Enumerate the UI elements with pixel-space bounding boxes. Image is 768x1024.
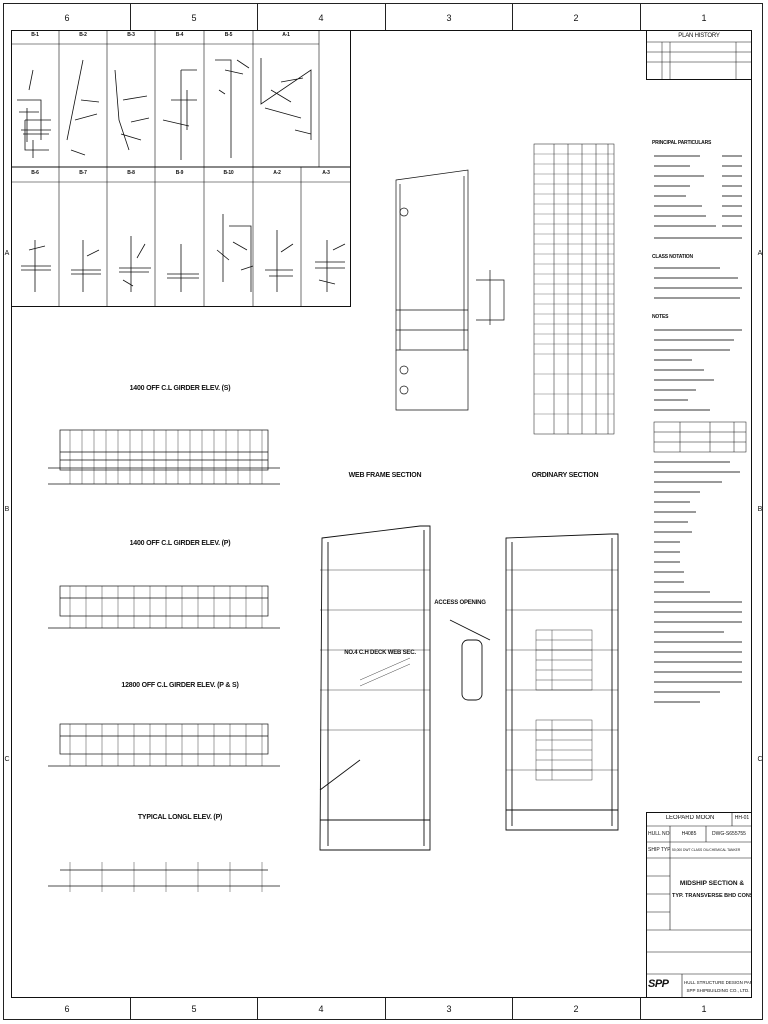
- title-block-grid: [646, 812, 752, 998]
- grid-tick: [640, 3, 641, 30]
- grid-tick: [512, 998, 513, 1020]
- hull-no-label: HULL NO.: [648, 831, 670, 837]
- detail-label: B-9: [175, 170, 184, 176]
- ship-no: HH-01: [734, 815, 750, 821]
- grid-tick: [385, 998, 386, 1020]
- detail-label: B-1: [31, 32, 39, 38]
- detail-label: B-8: [127, 170, 135, 176]
- grid-tick: [640, 998, 641, 1020]
- detail-label: B-5: [224, 32, 233, 38]
- grid-tick: [257, 3, 258, 30]
- grid-row-right: A: [757, 250, 763, 257]
- grid-tick: [257, 998, 258, 1020]
- grid-tick: [130, 3, 131, 30]
- company-logo: SPP: [648, 978, 669, 990]
- detail-label: B-4: [175, 32, 184, 38]
- notes-heading: NOTES: [652, 314, 669, 320]
- section-title: ACCESS OPENING: [434, 600, 486, 606]
- department: HULL STRUCTURE DESIGN PART: [684, 980, 752, 985]
- grid-col-bottom: 1: [701, 1004, 707, 1014]
- class-heading: CLASS NOTATION: [652, 254, 693, 260]
- ship-type-label: SHIP TYPE: [648, 847, 670, 853]
- hull-no: H4085: [681, 831, 697, 837]
- grid-col-top: 2: [573, 13, 579, 23]
- detail-panel: [11, 30, 351, 307]
- grid-col-bottom: 3: [446, 1004, 452, 1014]
- center-top-drawings: [395, 143, 615, 435]
- grid-row-left: C: [4, 756, 10, 763]
- plan-history-grid: [646, 41, 752, 80]
- grid-row-left: B: [4, 506, 10, 513]
- grid-col-top: 6: [64, 13, 70, 23]
- grid-tick: [512, 3, 513, 30]
- section-title: ORDINARY SECTION: [531, 472, 599, 479]
- notes-text-lines: [653, 155, 747, 703]
- elevation-drawings: [48, 429, 280, 892]
- dwg-no: DWG-S655755: [712, 831, 746, 837]
- company-name: SPP SHIPBUILDING CO., LTD.: [686, 988, 750, 993]
- grid-row-left: A: [4, 250, 10, 257]
- grid-col-bottom: 5: [191, 1004, 197, 1014]
- detail-label: A-2: [273, 170, 281, 176]
- section-title: WEB FRAME SECTION: [348, 472, 422, 479]
- grid-tick: [130, 998, 131, 1020]
- detail-label: A-3: [322, 170, 330, 176]
- grid-col-top: 5: [191, 13, 197, 23]
- inner-border: [11, 30, 752, 998]
- elevation-title: TYPICAL LONGL ELEV. (P): [137, 814, 223, 821]
- grid-row-right: B: [757, 506, 763, 513]
- title-block: [646, 812, 752, 998]
- detail-label: B-7: [79, 170, 87, 176]
- grid-col-top: 1: [701, 13, 707, 23]
- grid-col-bottom: 2: [573, 1004, 579, 1014]
- grid-col-bottom: 4: [318, 1004, 324, 1014]
- outer-border: [3, 3, 763, 1020]
- detail-label: B-3: [127, 32, 135, 38]
- detail-label: A-1: [282, 32, 290, 38]
- section-drawings: [319, 525, 619, 851]
- principal-heading: PRINCIPAL PARTICULARS: [652, 140, 712, 146]
- elevation-title: 1400 OFF C.L GIRDER ELEV. (P): [129, 540, 231, 547]
- drawing-title-line1: MIDSHIP SECTION &: [679, 880, 745, 887]
- elevation-title: 1400 OFF C.L GIRDER ELEV. (S): [129, 385, 231, 392]
- plan-history-table: [646, 30, 752, 80]
- section-title: NO.4 C.H DECK WEB SEC.: [344, 650, 416, 656]
- plan-history-title: PLAN HISTORY: [678, 33, 720, 39]
- detail-panel-grid: [11, 30, 351, 307]
- ship-type: 50,000 DWT CLASS OIL/CHEMICAL TANKER: [672, 848, 741, 852]
- detail-label: B-6: [31, 170, 39, 176]
- detail-label: B-10: [223, 170, 234, 176]
- grid-col-top: 3: [446, 13, 452, 23]
- detail-label: B-2: [79, 32, 87, 38]
- grid-col-top: 4: [318, 13, 324, 23]
- ship-name: LEOPARD MOON: [665, 815, 715, 821]
- grid-tick: [385, 3, 386, 30]
- grid-col-bottom: 6: [64, 1004, 70, 1014]
- elevation-title: 12800 OFF C.L GIRDER ELEV. (P & S): [121, 682, 239, 689]
- grid-row-right: C: [757, 756, 763, 763]
- drawing-title-line2: TYP. TRANSVERSE BHD CONST.: [672, 893, 752, 899]
